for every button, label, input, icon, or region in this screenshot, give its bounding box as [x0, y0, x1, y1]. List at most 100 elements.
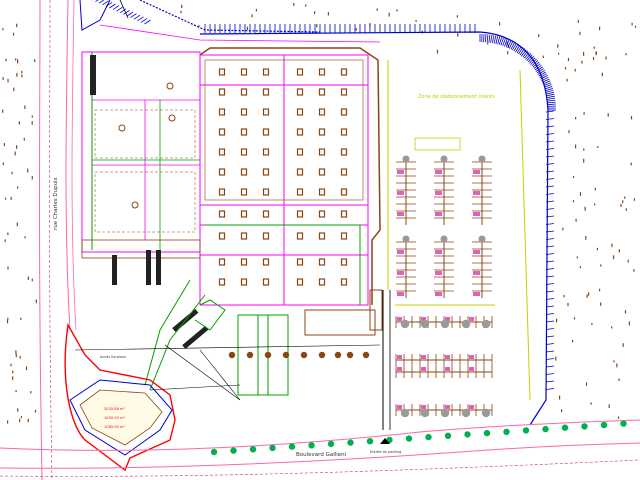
survey-point	[27, 168, 29, 173]
parking-note-label: Zone de stationnement clients	[418, 94, 495, 100]
survey-point	[625, 208, 627, 211]
survey-point	[316, 24, 318, 28]
survey-point	[627, 259, 629, 263]
loading-docks	[90, 55, 209, 349]
survey-point	[612, 255, 615, 260]
survey-point	[611, 243, 613, 248]
survey-point	[558, 52, 560, 55]
street-tree	[522, 427, 530, 434]
survey-point	[23, 137, 25, 141]
survey-point	[564, 67, 567, 70]
survey-point	[31, 115, 33, 118]
street-west-label: rue Charles Dupuis	[53, 177, 59, 230]
survey-point	[585, 382, 588, 386]
survey-point	[622, 200, 624, 204]
street-tree	[542, 425, 549, 433]
survey-point	[600, 264, 602, 267]
survey-point	[17, 408, 19, 412]
survey-point	[16, 72, 18, 77]
survey-point	[35, 299, 37, 304]
survey-point	[15, 390, 17, 393]
survey-point	[456, 15, 458, 18]
survey-point	[12, 370, 14, 374]
survey-point	[576, 256, 578, 259]
survey-point	[2, 162, 4, 166]
survey-point	[593, 46, 595, 49]
survey-point	[585, 236, 587, 240]
survey-point	[18, 121, 20, 125]
survey-point	[293, 3, 295, 6]
street-tree	[405, 435, 413, 442]
survey-point	[15, 58, 17, 61]
survey-point	[590, 402, 592, 405]
planter	[440, 408, 450, 418]
street-tree	[561, 424, 569, 431]
survey-point	[7, 266, 9, 270]
survey-point	[608, 404, 610, 408]
street-tree	[600, 421, 608, 429]
entrance-marker	[380, 438, 390, 444]
street-trees	[210, 420, 627, 456]
west-road	[39, 0, 77, 480]
survey-point	[19, 356, 21, 359]
survey-point	[573, 317, 576, 320]
west-wing	[81, 51, 201, 259]
survey-point	[34, 59, 36, 62]
survey-point	[24, 236, 26, 239]
survey-points	[2, 3, 637, 424]
survey-point	[314, 11, 316, 14]
street-tree	[347, 439, 354, 446]
survey-point	[20, 416, 22, 419]
survey-point	[631, 22, 633, 26]
street-tree	[249, 446, 257, 453]
survey-point	[583, 148, 585, 151]
survey-point	[613, 360, 615, 363]
survey-point	[568, 130, 570, 134]
survey-point	[633, 198, 635, 201]
red-boundary	[64, 322, 176, 472]
street-tree	[464, 431, 471, 438]
survey-point	[597, 146, 599, 148]
survey-point	[579, 192, 582, 196]
street-tree	[483, 429, 491, 437]
survey-point	[583, 51, 585, 56]
survey-point	[625, 53, 627, 56]
survey-point	[305, 4, 307, 7]
survey-point	[13, 87, 15, 92]
survey-point	[618, 249, 620, 253]
survey-point	[10, 363, 12, 367]
survey-point	[563, 294, 565, 298]
survey-point	[507, 51, 509, 55]
survey-point	[14, 151, 16, 156]
survey-point	[618, 416, 620, 419]
survey-point	[561, 409, 563, 413]
tree	[282, 351, 290, 359]
survey-point	[27, 276, 29, 280]
south-note-label: Entrée du parking	[370, 450, 401, 454]
survey-point	[592, 57, 595, 60]
survey-point	[596, 247, 598, 251]
building-shell	[199, 47, 381, 305]
survey-point	[31, 121, 33, 125]
survey-point	[633, 269, 635, 272]
survey-point	[396, 9, 398, 12]
survey-point	[624, 196, 626, 199]
street-tree	[327, 440, 335, 448]
planter	[400, 319, 410, 329]
survey-point	[3, 143, 5, 146]
survey-point	[376, 8, 378, 11]
survey-point	[584, 206, 586, 211]
survey-point	[327, 12, 329, 16]
survey-point	[7, 317, 9, 321]
survey-point	[607, 113, 609, 117]
tree	[318, 351, 326, 359]
survey-point	[567, 302, 569, 307]
survey-point	[19, 418, 21, 423]
survey-point	[25, 366, 28, 371]
parking-rows	[395, 155, 493, 416]
kiosk-area-line: 1065.00 m²	[104, 425, 126, 429]
survey-point	[634, 25, 637, 28]
survey-point	[577, 20, 579, 23]
survey-point	[7, 78, 9, 83]
